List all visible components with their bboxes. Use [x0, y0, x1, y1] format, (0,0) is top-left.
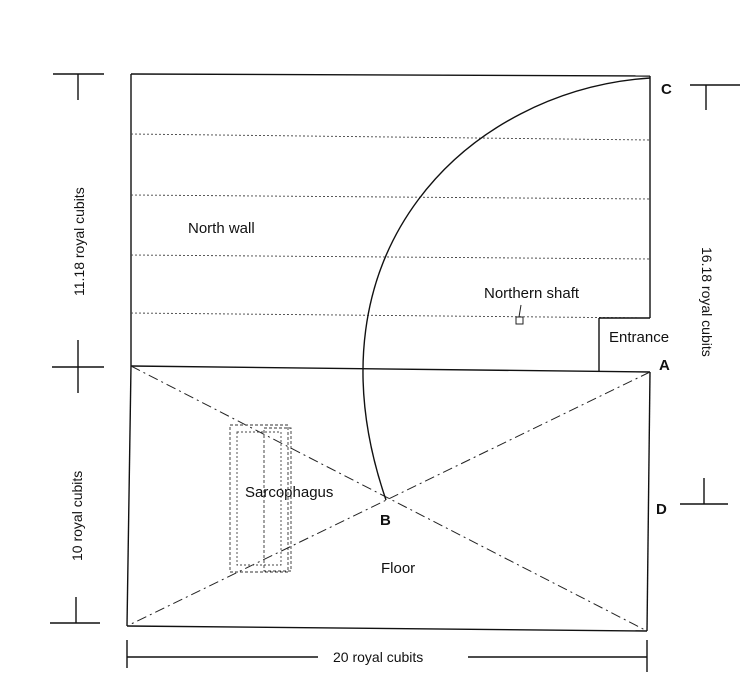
point-c-label: C	[661, 81, 672, 98]
entrance-label: Entrance	[609, 329, 669, 346]
northern-shaft-label: Northern shaft	[484, 285, 580, 302]
point-d-label: D	[656, 501, 667, 518]
sarcophagus-label: Sarcophagus	[245, 484, 333, 501]
sarcophagus-outline	[229, 424, 292, 573]
floor-width-dimension-label: 10 royal cubits	[69, 471, 85, 561]
right-dimension-marks	[680, 84, 740, 505]
floor-diagonals	[126, 365, 651, 632]
north-wall-outline	[130, 73, 651, 366]
wall-floor-edge	[130, 365, 651, 373]
floor-label: Floor	[381, 560, 415, 577]
north-wall-label: North wall	[188, 220, 255, 237]
point-b-label: B	[380, 512, 391, 529]
left-dimension-marks	[50, 73, 104, 624]
bottom-dimension-marks	[126, 640, 648, 672]
northern-shaft-marker	[515, 304, 524, 325]
north-wall-course-lines	[130, 133, 651, 319]
wall-height-dimension-label: 11.18 royal cubits	[71, 187, 87, 296]
floor-length-dimension-label: 20 royal cubits	[333, 649, 423, 665]
arc-c-to-b	[362, 77, 651, 501]
point-a-label: A	[659, 357, 670, 374]
entrance-box	[598, 317, 650, 371]
diagonal-dimension-label: 16.18 royal cubits	[699, 247, 715, 357]
floor-outline	[126, 365, 651, 632]
